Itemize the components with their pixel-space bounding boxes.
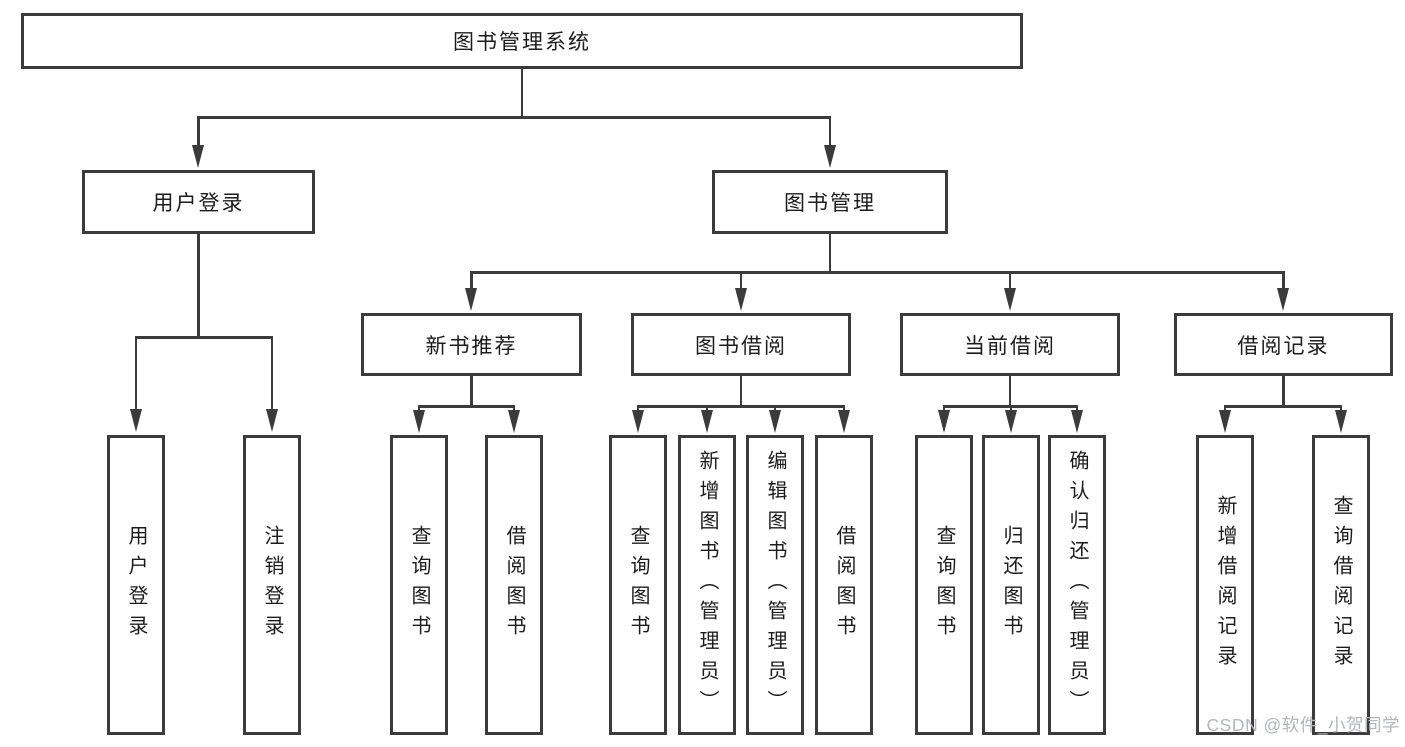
leaf-edit-book-admin: 编辑图书（管理员） [746, 435, 804, 735]
arrow-down-icon [1277, 288, 1289, 311]
node-borrow-records: 借阅记录 [1174, 313, 1393, 376]
connector-recommend-stem [470, 376, 473, 405]
node-book-borrow: 图书借阅 [631, 313, 851, 376]
connector-current-stem [1008, 376, 1012, 405]
leaf-logout: 注销登录 [243, 435, 301, 735]
arrow-down-icon [1218, 410, 1231, 433]
connector-arrow-shaft [197, 118, 200, 146]
connector-mgmt-branch [470, 271, 1285, 274]
arrow-down-icon [465, 288, 477, 311]
connector-arrow-shaft [828, 118, 832, 146]
node-current-borrow: 当前借阅 [900, 313, 1120, 376]
connector-arrow-shaft [1009, 405, 1013, 412]
arrow-down-icon [734, 288, 747, 311]
arrow-down-icon [1004, 410, 1017, 433]
connector-login-stem [197, 234, 200, 336]
connector-arrow-shaft [1339, 405, 1343, 412]
connector-recommend-branch [417, 405, 516, 408]
leaf-query-book-2: 查询图书 [609, 435, 667, 735]
leaf-query-borrow-record: 查询借阅记录 [1312, 435, 1370, 735]
arrow-down-icon [631, 410, 644, 433]
connector-arrow-shaft [842, 405, 846, 412]
arrow-down-icon [507, 410, 520, 433]
arrow-down-icon [700, 410, 713, 433]
node-book-management: 图书管理 [712, 170, 948, 234]
arrow-down-icon [1070, 410, 1083, 433]
arrow-down-icon [412, 410, 425, 433]
node-user-login: 用户登录 [82, 170, 315, 234]
leaf-borrow-book-2: 借阅图书 [815, 435, 873, 735]
arrow-down-icon [768, 410, 781, 433]
connector-root-stem [520, 69, 524, 118]
leaf-query-book-1: 查询图书 [390, 435, 448, 735]
connector-arrow-shaft [470, 271, 473, 290]
connector-arrow-shaft [942, 405, 946, 412]
connector-arrow-shaft [1223, 405, 1227, 412]
arrow-down-icon [937, 410, 950, 433]
arrow-down-icon [265, 409, 278, 432]
connector-arrow-shaft [636, 405, 640, 412]
node-new-book-recommend: 新书推荐 [361, 313, 582, 376]
connector-arrow-shaft [773, 405, 777, 412]
arrow-down-icon [823, 145, 836, 168]
arrow-down-icon [192, 145, 204, 168]
connector-arrow-shaft [1282, 271, 1285, 290]
connector-mgmt-stem [828, 234, 832, 271]
connector-login-branch [134, 336, 274, 339]
connector-arrow-shaft [705, 405, 709, 412]
connector-arrow-shaft [1008, 271, 1012, 290]
connector-arrow-shaft [134, 336, 138, 411]
connector-arrow-shaft [417, 405, 421, 412]
connector-records-branch [1223, 405, 1343, 408]
connector-records-stem [1282, 376, 1285, 405]
leaf-borrow-book-1: 借阅图书 [485, 435, 543, 735]
connector-borrow-branch [636, 405, 846, 408]
node-root: 图书管理系统 [21, 13, 1023, 69]
connector-arrow-shaft [1075, 405, 1079, 412]
leaf-add-borrow-record: 新增借阅记录 [1196, 435, 1254, 735]
leaf-query-book-3: 查询图书 [915, 435, 973, 735]
leaf-add-book-admin: 新增图书（管理员） [678, 435, 736, 735]
leaf-return-book: 归还图书 [982, 435, 1040, 735]
connector-arrow-shaft [739, 271, 743, 290]
leaf-user-login: 用户登录 [107, 435, 165, 735]
arrow-down-icon [1334, 410, 1347, 433]
arrow-down-icon [837, 410, 850, 433]
connector-arrow-shaft [512, 405, 516, 412]
connector-borrow-stem [739, 376, 743, 405]
connector-arrow-shaft [270, 336, 274, 411]
watermark: CSDN @软件_小贺同学 [1206, 715, 1400, 735]
arrow-down-icon [129, 409, 142, 432]
arrow-down-icon [1003, 288, 1016, 311]
connector-root-branch [197, 116, 831, 119]
leaf-confirm-return-admin: 确认归还（管理员） [1048, 435, 1106, 735]
